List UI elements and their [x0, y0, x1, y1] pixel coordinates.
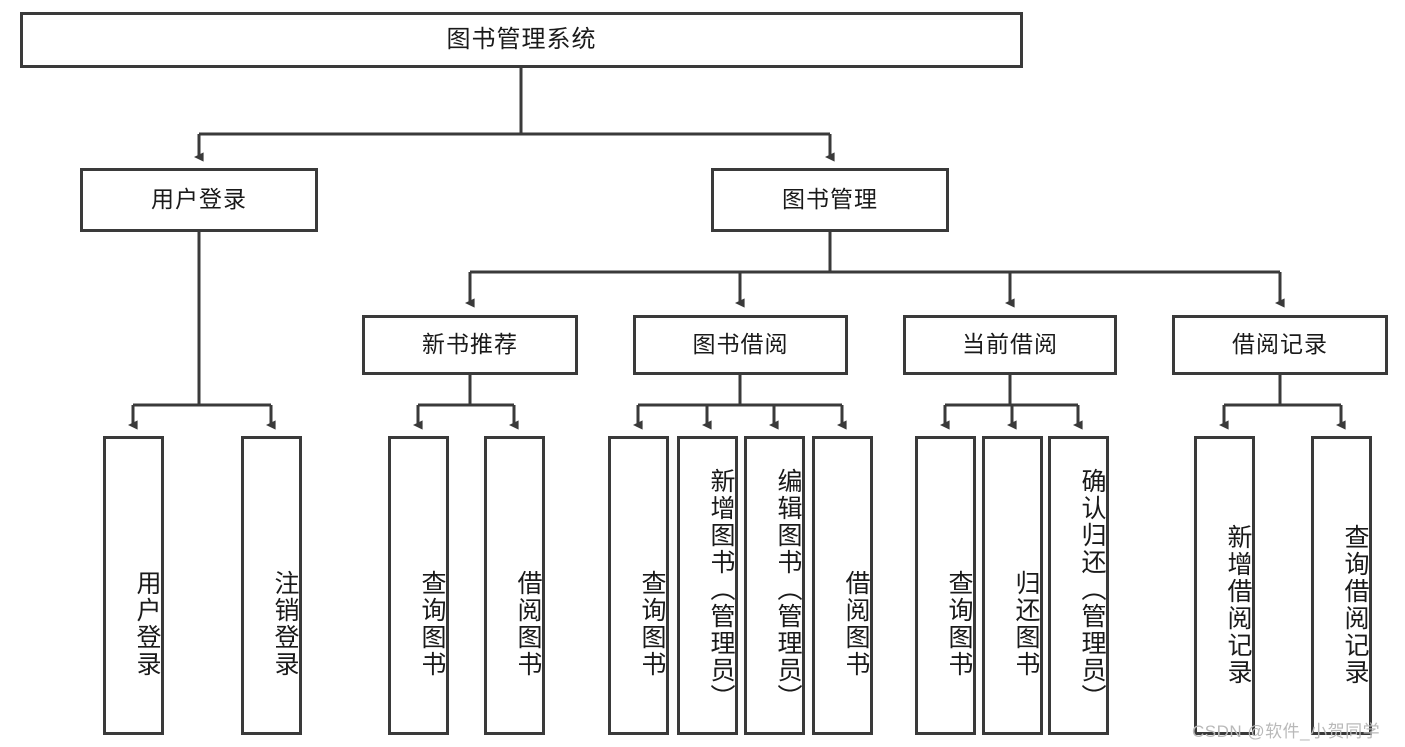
- node-label: 编辑图书（管理员）: [774, 468, 802, 711]
- leaf-user-login-login[interactable]: 用户登录: [103, 436, 164, 735]
- node-label: 查询图书: [638, 569, 666, 678]
- node-label: 图书管理: [782, 186, 878, 213]
- node-book-management[interactable]: 图书管理: [711, 168, 949, 232]
- leaf-user-login-logout[interactable]: 注销登录: [241, 436, 302, 735]
- leaf-record-add-record[interactable]: 新增借阅记录: [1194, 436, 1255, 735]
- node-label: 新书推荐: [422, 331, 518, 358]
- leaf-current-return-book[interactable]: 归还图书: [982, 436, 1043, 735]
- node-label: 图书管理系统: [446, 25, 597, 53]
- node-label: 借阅图书: [514, 569, 542, 678]
- node-label: 当前借阅: [962, 331, 1058, 358]
- node-label: 确认归还（管理员）: [1078, 468, 1106, 711]
- leaf-recommend-query-book[interactable]: 查询图书: [388, 436, 449, 735]
- node-new-book-recommend[interactable]: 新书推荐: [362, 315, 578, 375]
- leaf-current-query-book[interactable]: 查询图书: [915, 436, 976, 735]
- node-label: 借阅记录: [1232, 331, 1328, 358]
- leaf-current-confirm-return-admin[interactable]: 确认归还（管理员）: [1048, 436, 1109, 735]
- node-label: 注销登录: [271, 569, 299, 678]
- leaf-recommend-borrow-book[interactable]: 借阅图书: [484, 436, 545, 735]
- node-root-system[interactable]: 图书管理系统: [20, 12, 1023, 68]
- node-book-borrow[interactable]: 图书借阅: [633, 315, 848, 375]
- leaf-record-query-record[interactable]: 查询借阅记录: [1311, 436, 1372, 735]
- node-current-borrow[interactable]: 当前借阅: [903, 315, 1117, 375]
- node-label: 查询图书: [418, 569, 446, 678]
- node-label: 借阅图书: [842, 569, 870, 678]
- node-borrow-record[interactable]: 借阅记录: [1172, 315, 1388, 375]
- node-label: 新增借阅记录: [1224, 523, 1252, 686]
- node-label: 用户登录: [151, 186, 247, 213]
- leaf-borrow-borrow-book[interactable]: 借阅图书: [812, 436, 873, 735]
- node-label: 查询借阅记录: [1341, 523, 1369, 686]
- watermark-text: CSDN @软件_小贺同学: [1192, 722, 1381, 741]
- node-user-login[interactable]: 用户登录: [80, 168, 318, 232]
- leaf-borrow-edit-book-admin[interactable]: 编辑图书（管理员）: [744, 436, 805, 735]
- leaf-borrow-add-book-admin[interactable]: 新增图书（管理员）: [677, 436, 738, 735]
- node-label: 图书借阅: [692, 331, 789, 358]
- node-label: 归还图书: [1012, 569, 1040, 678]
- node-label: 用户登录: [133, 569, 161, 678]
- leaf-borrow-query-book[interactable]: 查询图书: [608, 436, 669, 735]
- node-label: 查询图书: [945, 569, 973, 678]
- node-label: 新增图书（管理员）: [707, 468, 735, 711]
